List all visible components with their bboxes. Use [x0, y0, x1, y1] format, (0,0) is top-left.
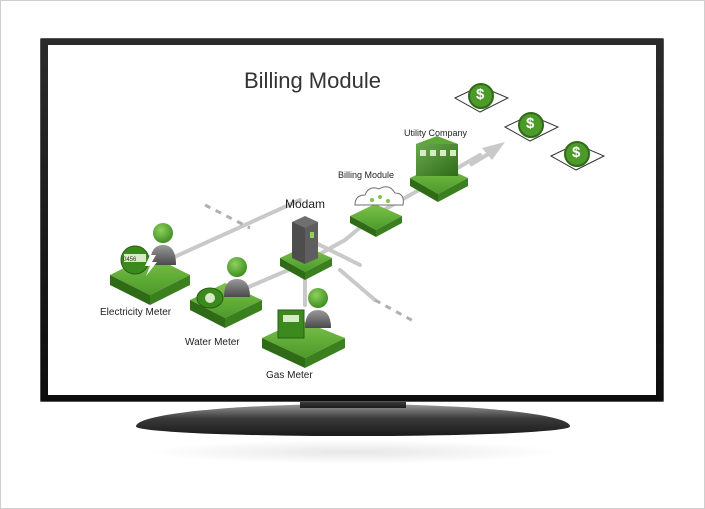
payment-tile-3 [549, 141, 606, 171]
water-meter-node [190, 257, 262, 328]
dollar-icon: $ [526, 115, 535, 132]
utility-company-label: Utility Company [404, 128, 468, 138]
electricity-meter-label: Electricity Meter [100, 307, 172, 318]
tv-reflection [146, 440, 560, 464]
tv-stand-base [136, 404, 570, 436]
electricity-meter-node [110, 223, 190, 305]
payment-tile-2 [503, 112, 560, 142]
billing-module-node [350, 186, 404, 237]
diagram-title: Billing Module [244, 68, 381, 93]
dashed-lines [204, 203, 416, 324]
water-meter-label: Water Meter [185, 337, 240, 348]
payment-arrow [468, 142, 505, 167]
gas-meter-label: Gas Meter [266, 370, 313, 381]
electricity-meter-display: 0456 [123, 257, 137, 263]
billing-module-label: Billing Module [338, 170, 395, 180]
payment-tile-1 [453, 83, 510, 113]
modam-node [280, 216, 332, 280]
dollar-icon: $ [572, 144, 581, 161]
gas-meter-node [262, 288, 345, 368]
utility-company-node [410, 136, 468, 202]
tv-bezel [40, 38, 664, 402]
dollar-icon: $ [476, 86, 485, 103]
tv-stand-neck [300, 400, 406, 408]
modam-label: Modam [285, 197, 326, 211]
